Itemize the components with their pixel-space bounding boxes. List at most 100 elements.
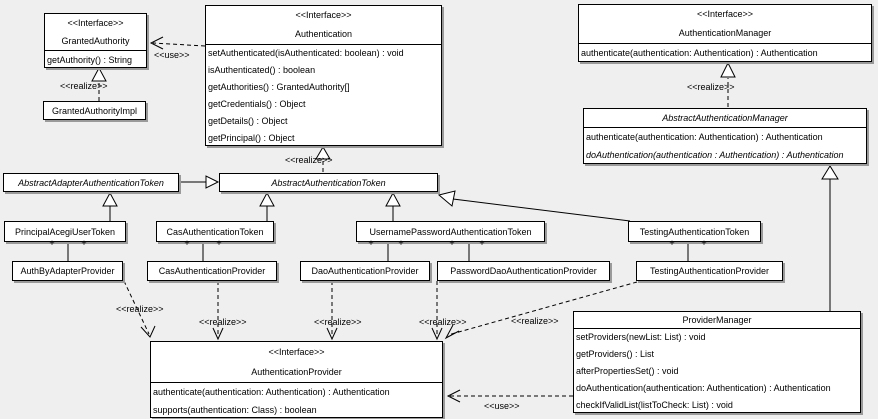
class-header: <<Interface>> Authentication bbox=[206, 6, 441, 45]
method: getProviders() : List bbox=[576, 349, 655, 359]
edge-label-realize: <<realize>> bbox=[419, 317, 467, 327]
class-testing-authentication-token: TestingAuthenticationToken bbox=[628, 221, 761, 242]
class-name: AuthenticationManager bbox=[678, 28, 772, 38]
class-principal-acegi-user-token: PrincipalAcegiUserToken bbox=[4, 221, 126, 242]
method-list: getAuthority() : String bbox=[45, 51, 146, 69]
method-list: authenticate(authentication: Authenticat… bbox=[151, 383, 442, 419]
association-plus: + bbox=[184, 238, 190, 248]
edge-label-realize: <<realize>> bbox=[199, 317, 247, 327]
class-name: GrantedAuthorityImpl bbox=[51, 105, 138, 116]
method: afterPropertiesSet() : void bbox=[576, 366, 679, 376]
class-header: <<Interface>> GrantedAuthority bbox=[45, 14, 146, 51]
edge-realize-authbyadapterprovider bbox=[123, 280, 156, 338]
class-name: CasAuthenticationProvider bbox=[158, 266, 266, 276]
class-authentication: <<Interface>> Authentication setAuthenti… bbox=[205, 5, 442, 146]
class-authentication-provider: <<Interface>> AuthenticationProvider aut… bbox=[150, 341, 443, 418]
class-dao-authentication-provider: DaoAuthenticationProvider bbox=[300, 261, 430, 281]
association-plus: + bbox=[701, 238, 707, 248]
class-name: AuthenticationProvider bbox=[251, 367, 342, 377]
method: checkIfValidList(listToCheck: List) : vo… bbox=[576, 400, 733, 410]
method-list: authenticate(authentication: Authenticat… bbox=[579, 44, 871, 63]
stereotype: <<Interface>> bbox=[268, 347, 325, 357]
association-plus: + bbox=[216, 238, 222, 248]
method: setProviders(newList: List) : void bbox=[576, 332, 706, 342]
edge-label-realize: <<realize>> bbox=[511, 316, 559, 326]
method: getAuthority() : String bbox=[47, 55, 133, 65]
class-header: <<Interface>> AuthenticationManager bbox=[579, 5, 871, 44]
method-list: authenticate(authentication: Authenticat… bbox=[584, 128, 866, 164]
stereotype: <<Interface>> bbox=[67, 18, 124, 28]
class-username-password-authentication-token: UsernamePasswordAuthenticationToken bbox=[356, 221, 545, 242]
class-name: CasAuthenticationToken bbox=[166, 226, 264, 237]
association-plus: + bbox=[479, 238, 485, 248]
edge-gen-principal-token bbox=[102, 191, 118, 221]
edge-realize-casauthenticationprovider bbox=[212, 281, 224, 341]
edge-realize-daoauthenticationprovider bbox=[326, 281, 338, 341]
class-authentication-manager: <<Interface>> AuthenticationManager auth… bbox=[578, 4, 872, 62]
class-granted-authority-impl: GrantedAuthorityImpl bbox=[43, 101, 146, 120]
method: supports(authentication: Class) : boolea… bbox=[153, 405, 317, 415]
class-name: TestingAuthenticationProvider bbox=[649, 266, 770, 276]
method: authenticate(authentication: Authenticat… bbox=[586, 132, 823, 142]
method: getCredentials() : Object bbox=[208, 99, 306, 109]
class-abstract-authentication-manager: AbstractAuthenticationManager authentica… bbox=[583, 108, 867, 164]
edge-gen-usernamepassword-token bbox=[385, 191, 401, 221]
method: getDetails() : Object bbox=[208, 116, 288, 126]
class-name: AbstractAuthenticationToken bbox=[271, 177, 386, 188]
association-plus: + bbox=[449, 238, 455, 248]
edge-label-use: <<use>> bbox=[154, 50, 190, 60]
class-cas-authentication-provider: CasAuthenticationProvider bbox=[147, 261, 277, 281]
edge-realize-abstractauthenticationtoken bbox=[315, 146, 331, 172]
method-abstract: doAuthentication(authentication : Authen… bbox=[586, 150, 844, 160]
class-name: PasswordDaoAuthenticationProvider bbox=[450, 266, 597, 276]
method: setAuthenticated(isAuthenticated: boolea… bbox=[208, 48, 404, 58]
association-plus: + bbox=[368, 238, 374, 248]
method: doAuthentication(authentication: Authent… bbox=[576, 383, 831, 393]
method: authenticate(authentication: Authenticat… bbox=[581, 48, 818, 58]
edge-label-realize: <<realize>> bbox=[314, 317, 362, 327]
class-name: PrincipalAcegiUserToken bbox=[14, 226, 116, 237]
method-list: setProviders(newList: List) : void getPr… bbox=[574, 329, 860, 414]
edge-realize-abstractauthenticationmanager bbox=[720, 61, 736, 107]
edge-use-providermanager bbox=[446, 389, 573, 403]
association-plus: + bbox=[398, 238, 404, 248]
stereotype: <<Interface>> bbox=[696, 9, 754, 19]
edge-label-realize: <<realize>> bbox=[116, 304, 164, 314]
method: getAuthorities() : GrantedAuthority[] bbox=[208, 82, 350, 92]
edge-label-use: <<use>> bbox=[484, 401, 520, 411]
association-plus: + bbox=[669, 238, 675, 248]
class-abstract-adapter-authentication-token: AbstractAdapterAuthenticationToken bbox=[3, 173, 179, 192]
edge-gen-providermanager bbox=[821, 165, 839, 311]
class-provider-manager: ProviderManager setProviders(newList: Li… bbox=[573, 311, 861, 413]
association-plus: + bbox=[81, 238, 87, 248]
edge-label-realize: <<realize>> bbox=[687, 82, 735, 92]
class-name: TestingAuthenticationToken bbox=[639, 226, 750, 237]
edge-realize-passworddaoauthenticationprovider bbox=[431, 281, 443, 341]
class-name: AbstractAuthenticationManager bbox=[584, 109, 866, 128]
class-name: DaoAuthenticationProvider bbox=[311, 266, 419, 276]
class-name: GrantedAuthority bbox=[61, 36, 130, 46]
edge-gen-testing-token bbox=[437, 190, 631, 222]
class-name: AbstractAdapterAuthenticationToken bbox=[18, 177, 164, 188]
class-abstract-authentication-token: AbstractAuthenticationToken bbox=[219, 173, 438, 192]
class-name: Authentication bbox=[294, 29, 353, 39]
class-password-dao-authentication-provider: PasswordDaoAuthenticationProvider bbox=[437, 261, 610, 281]
method: authenticate(authentication: Authenticat… bbox=[153, 387, 390, 397]
edge-label-realize: <<realize>> bbox=[285, 155, 333, 165]
method: isAuthenticated() : boolean bbox=[208, 65, 316, 75]
class-name: ProviderManager bbox=[574, 312, 860, 329]
association-plus: + bbox=[49, 238, 55, 248]
edge-use-authentication-grantedauthority bbox=[149, 36, 206, 50]
edge-gen-adapter-token bbox=[179, 175, 220, 189]
class-granted-authority: <<Interface>> GrantedAuthority getAuthor… bbox=[44, 13, 147, 68]
class-name: UsernamePasswordAuthenticationToken bbox=[369, 226, 532, 237]
class-header: <<Interface>> AuthenticationProvider bbox=[151, 342, 442, 383]
edge-realize-grantedauthorityimpl bbox=[91, 66, 107, 101]
class-auth-by-adapter-provider: AuthByAdapterProvider bbox=[12, 261, 123, 281]
edge-realize-testingauthenticationprovider bbox=[444, 281, 638, 340]
method: getPrincipal() : Object bbox=[208, 133, 295, 143]
edge-label-realize: <<realize>> bbox=[60, 81, 108, 91]
edge-gen-cas-token bbox=[259, 191, 275, 221]
